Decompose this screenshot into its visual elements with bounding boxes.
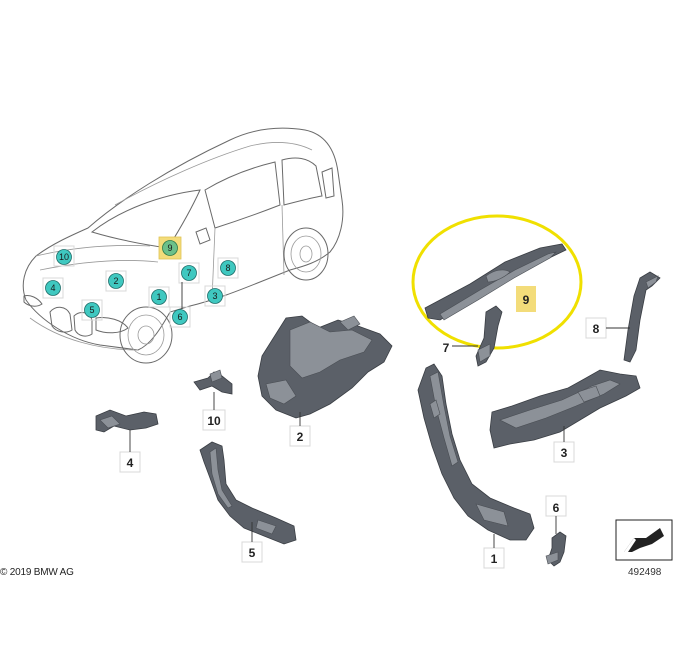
car-badges: 10 2 4 5 1 6 7 8 3 9 xyxy=(42,236,239,328)
vehicle-outline xyxy=(22,127,344,364)
badge-10-label: 10 xyxy=(59,252,69,262)
badge-8[interactable] xyxy=(220,260,236,276)
part-2-label: 2 xyxy=(297,430,304,444)
badge-1-label: 1 xyxy=(156,292,161,302)
badge-2-label: 2 xyxy=(113,276,118,286)
diagram-number: 492498 xyxy=(628,567,662,578)
badge-9[interactable] xyxy=(162,240,178,256)
badge-3-label: 3 xyxy=(212,291,217,301)
part-8-label: 8 xyxy=(593,322,600,336)
badge-6[interactable] xyxy=(172,309,188,325)
part-1[interactable]: 1 xyxy=(417,363,535,569)
badge-5[interactable] xyxy=(84,302,100,318)
part-10-label: 10 xyxy=(207,414,221,428)
badge-4-label: 4 xyxy=(50,283,55,293)
badge-10[interactable] xyxy=(56,249,72,265)
badge-7-label: 7 xyxy=(186,268,191,278)
part-9[interactable]: 9 xyxy=(411,214,583,350)
part-5-label: 5 xyxy=(249,546,256,560)
badge-8-label: 8 xyxy=(225,263,230,273)
badge-3[interactable] xyxy=(207,288,223,304)
badge-1[interactable] xyxy=(151,289,167,305)
part-1-label: 1 xyxy=(491,552,498,566)
part-9-label-bg xyxy=(516,286,536,312)
part-10[interactable]: 10 xyxy=(193,369,233,431)
badge-4[interactable] xyxy=(45,280,61,296)
part-9-label: 9 xyxy=(523,293,530,307)
part-2[interactable]: 2 xyxy=(257,315,393,447)
part-7[interactable]: 7 xyxy=(443,305,503,367)
badge-2[interactable] xyxy=(108,273,124,289)
part-4[interactable]: 4 xyxy=(95,409,159,473)
part-6[interactable]: 6 xyxy=(545,495,567,567)
part-4-label: 4 xyxy=(127,456,134,470)
part-5[interactable]: 5 xyxy=(199,441,297,563)
diagram-reference-icon xyxy=(615,519,673,561)
part-7-label: 7 xyxy=(443,341,450,355)
badge-5-label: 5 xyxy=(89,305,94,315)
part-6-label: 6 xyxy=(553,501,560,515)
part-3-label: 3 xyxy=(561,446,568,460)
part-3[interactable]: 3 xyxy=(489,369,641,463)
part-8[interactable]: 8 xyxy=(585,271,661,363)
copyright-text: © 2019 BMW AG xyxy=(0,567,74,578)
highlight-ring xyxy=(411,214,583,350)
badge-7[interactable] xyxy=(181,265,197,281)
badge-9-label: 9 xyxy=(167,243,172,253)
badge-6-label: 6 xyxy=(177,312,182,322)
